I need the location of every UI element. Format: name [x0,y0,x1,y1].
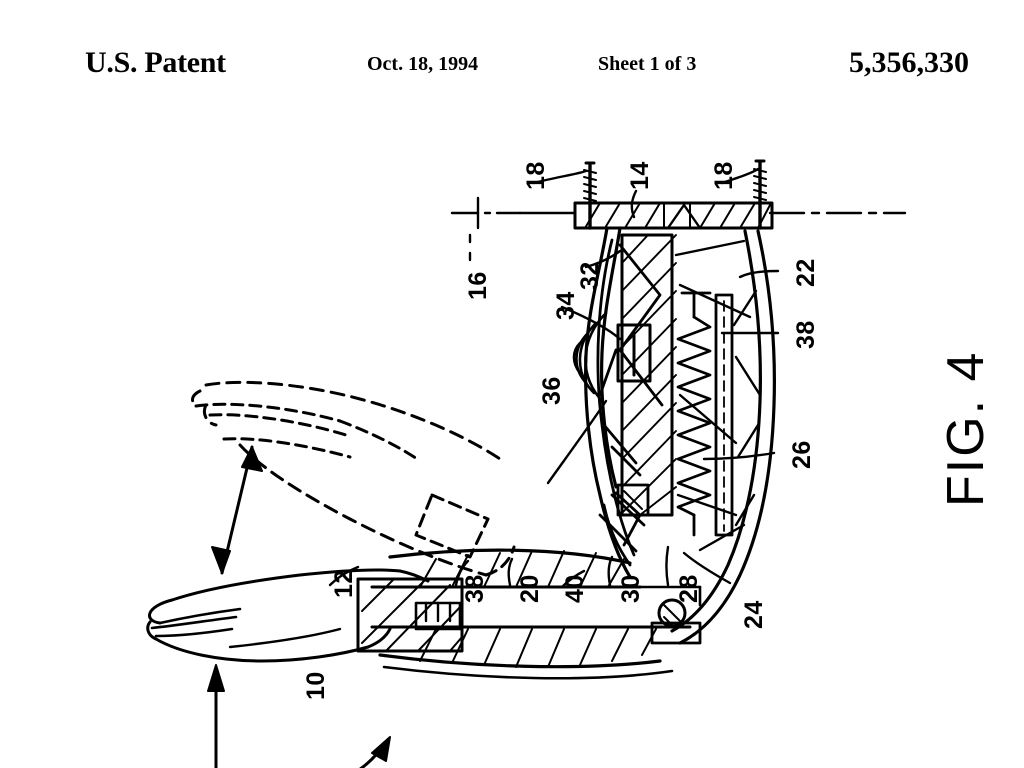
ref-numeral-26: 26 [788,440,816,469]
assembly-lead-arrow [358,736,391,768]
pivot-assembly [638,585,702,645]
ref-numeral-32: 32 [576,261,604,290]
ref-numeral-24: 24 [740,600,768,629]
outer-shell-22 [584,226,776,645]
mounting-screw-right [753,159,767,230]
shell-bracing [674,239,762,552]
motion-range-arrow [211,445,263,575]
ref-numeral-34: 34 [552,291,580,320]
ref-numeral-40: 40 [561,574,589,603]
patent-number: 5,356,330 [849,46,969,79]
spring-26 [676,291,712,537]
support-arrow [207,664,225,768]
ref-numeral-12: 12 [330,569,358,598]
ref-numeral-16: 16 [464,271,492,300]
numeral-leader-lines [328,167,780,589]
ref-numeral-36: 36 [538,376,566,405]
inner-front-wall [596,238,664,557]
forearm-solid [146,568,430,663]
patent-line-drawing [146,159,907,768]
ref-numeral-10: 10 [302,671,330,700]
patent-date: Oct. 18, 1994 [367,53,479,75]
forearm-brace-20 [370,548,692,680]
ref-numeral-28: 28 [675,574,703,603]
lower-contact-box [616,483,650,517]
guide-rod-38 [714,293,734,537]
figure-4-drawing: 18 14 18 16 32 34 36 22 38 26 24 28 30 4… [0,95,1024,768]
ref-numeral-14: 14 [626,161,654,190]
patent-office-title: U.S. Patent [85,46,226,79]
wrist-cuff-38 [356,577,464,653]
ref-numeral-22: 22 [792,258,820,287]
elbow-joint [598,445,642,567]
mounting-screw-left [583,161,597,230]
ref-numeral-30: 30 [617,574,645,603]
upper-arm-plate [573,201,774,230]
ref-numeral-38-lower: 38 [461,574,489,603]
patent-header: U.S. Patent Oct. 18, 1994 Sheet 1 of 3 5… [0,46,1024,88]
forearm-phantom [191,380,516,577]
ref-numeral-38-upper: 38 [792,320,820,349]
ref-numeral-18-right: 18 [710,161,738,190]
pivot-centerline [450,196,907,263]
transducer-34 [616,323,652,383]
sheet-indicator: Sheet 1 of 3 [598,53,697,75]
emitted-waves-36 [572,311,608,405]
ref-numeral-20: 20 [516,574,544,603]
figure-caption: FIG. 4 [937,350,995,507]
ref-numeral-18-left: 18 [522,161,550,190]
